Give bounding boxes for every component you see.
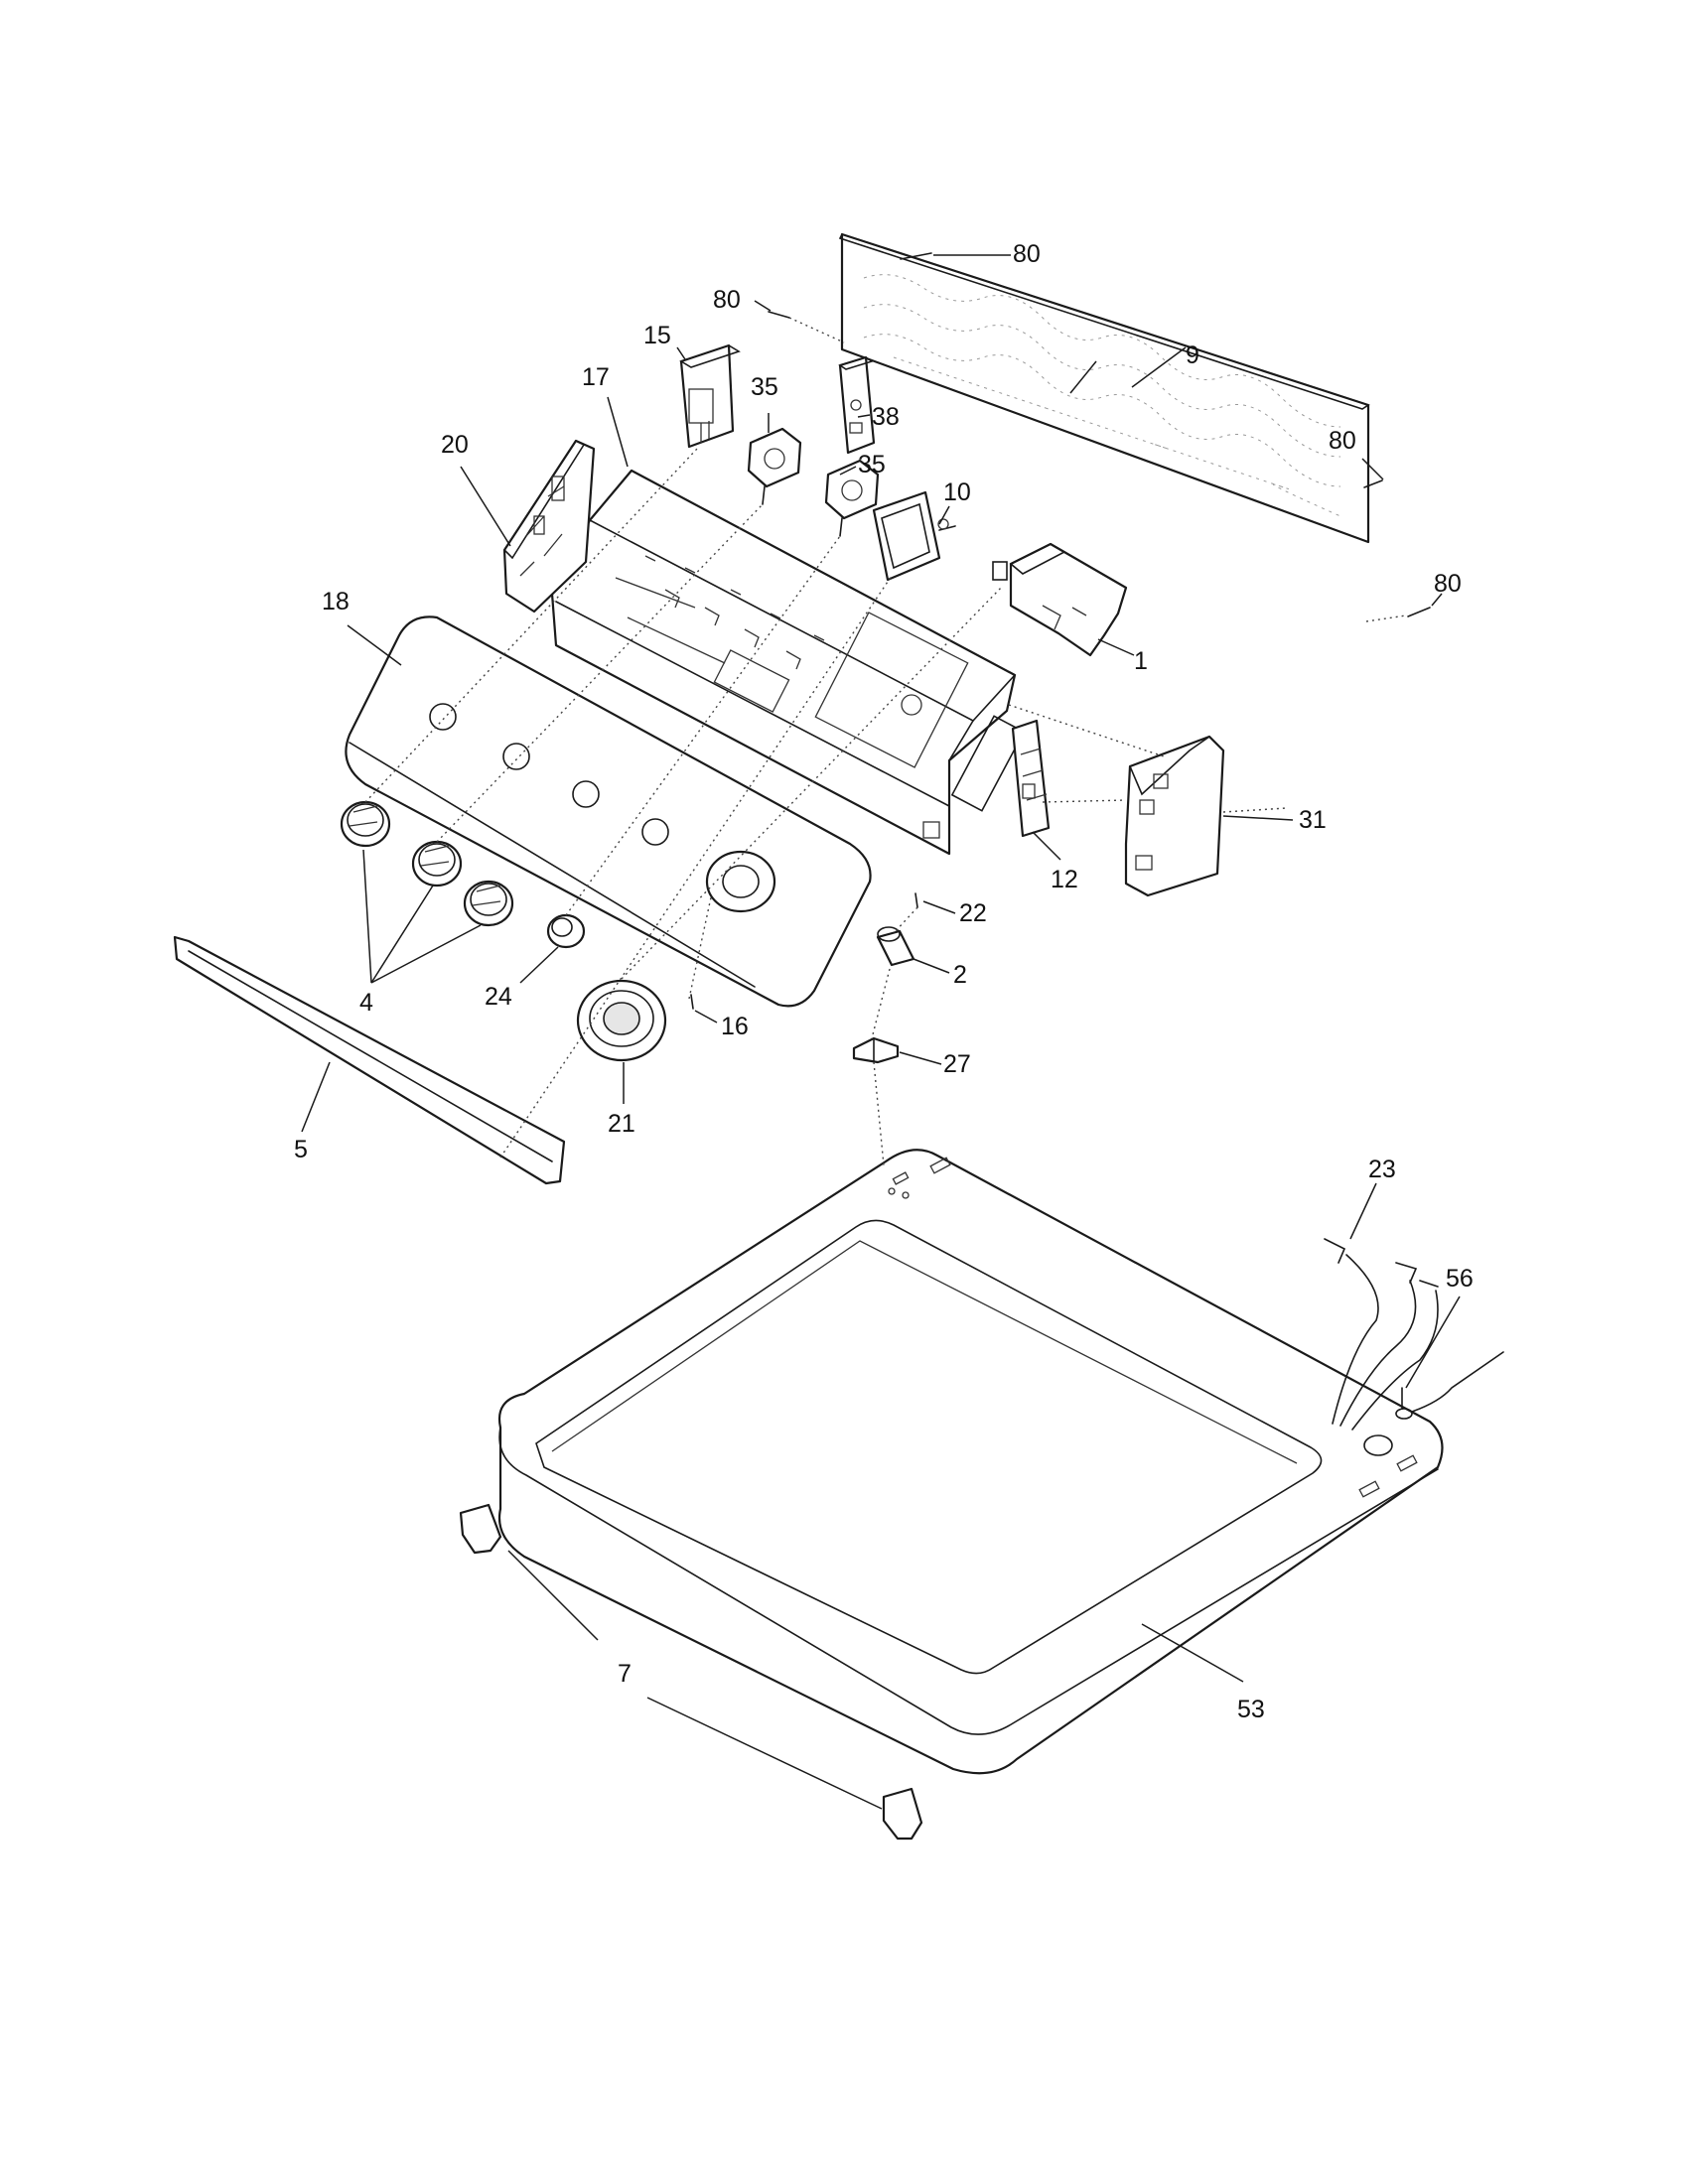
- callout-labels: 80 80 80 80 9 15 35 35 38 17 20 10 1 18 …: [294, 240, 1474, 1723]
- callout-35-upper: 35: [751, 373, 778, 401]
- right-end-cap-part-31: [1124, 735, 1225, 897]
- leader-lines: [301, 346, 1461, 1810]
- module-part-38: [838, 355, 876, 455]
- screw-part-22: [914, 892, 918, 908]
- top-panel-part-53: [497, 1149, 1444, 1775]
- callout-4: 4: [359, 989, 373, 1017]
- switch-part-35-second: [824, 459, 880, 537]
- callout-9: 9: [1186, 341, 1199, 369]
- control-housing-part-17: [550, 469, 1026, 856]
- wire-harness-part-23: [1324, 1238, 1439, 1431]
- callout-12: 12: [1051, 866, 1078, 893]
- switch-part-35: [747, 427, 802, 505]
- callout-5: 5: [294, 1136, 308, 1163]
- callout-21: 21: [608, 1110, 635, 1138]
- bracket-part-12: [1011, 719, 1051, 838]
- callout-20: 20: [441, 431, 469, 459]
- callout-22: 22: [959, 899, 987, 927]
- bushing-part-2: [876, 926, 915, 967]
- callout-31: 31: [1299, 806, 1327, 834]
- console-panel-part-18: [345, 615, 872, 1008]
- trim-strip-part-5: [173, 935, 566, 1185]
- callout-80-bottom: 80: [1434, 570, 1462, 598]
- left-end-cap-part-20: [502, 439, 596, 614]
- control-board-part-1: [992, 542, 1128, 657]
- callout-53: 53: [1237, 1696, 1265, 1723]
- knob-part-4: [340, 800, 514, 927]
- callout-80-right: 80: [1329, 427, 1356, 455]
- callout-17: 17: [582, 363, 610, 391]
- clip-part-27: [852, 1036, 900, 1064]
- callout-35-lower: 35: [858, 451, 886, 478]
- bushing-part-24: [546, 913, 586, 949]
- callout-38: 38: [872, 403, 900, 431]
- switch-part-15: [679, 343, 741, 449]
- callout-80-top: 80: [1013, 240, 1041, 268]
- callout-2: 2: [953, 961, 967, 989]
- callout-24: 24: [485, 983, 512, 1011]
- callout-10: 10: [943, 478, 971, 506]
- screw-part-80: [754, 252, 1443, 622]
- timer-part-10: [872, 490, 956, 582]
- callout-7: 7: [618, 1660, 632, 1688]
- callout-23: 23: [1368, 1156, 1396, 1183]
- callout-80-left: 80: [713, 286, 741, 314]
- callout-18: 18: [322, 588, 350, 615]
- ground-screw-part-56: [1395, 1351, 1504, 1420]
- callout-1: 1: [1134, 647, 1148, 675]
- rear-panel-part-9: [838, 232, 1370, 544]
- callout-27: 27: [943, 1050, 971, 1078]
- callout-16: 16: [721, 1013, 749, 1040]
- foot-clip-part-7: [459, 1503, 923, 1841]
- assembly-lines: [364, 448, 1288, 1166]
- screw-part-16: [690, 994, 694, 1010]
- dial-knob-part-21: [576, 979, 667, 1062]
- callout-56: 56: [1446, 1265, 1474, 1293]
- callout-15: 15: [643, 322, 671, 349]
